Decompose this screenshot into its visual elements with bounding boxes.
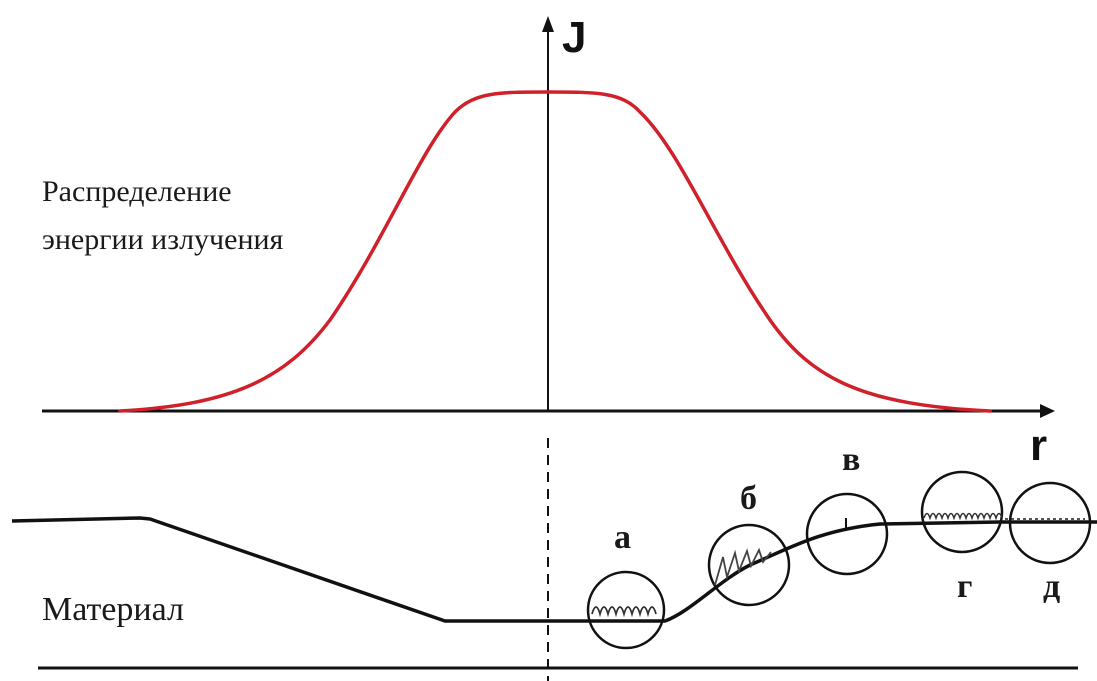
zone-a-label: а: [614, 519, 631, 556]
axis-r-label: r: [1030, 421, 1047, 470]
material-profile: а б в г д Материал: [12, 438, 1097, 681]
curve-label-line2: энергии излучения: [42, 223, 284, 256]
zone-g-label: г: [957, 568, 972, 605]
zone-d-label: д: [1043, 568, 1060, 605]
zone-v-magnifier: [807, 494, 887, 574]
zone-g-ripples: [924, 514, 1002, 519]
zone-a-magnifier: [588, 572, 664, 648]
zone-b-label: б: [740, 480, 757, 517]
x-axis-arrow: [1040, 404, 1055, 418]
energy-graph: J r Распределение энергии излучения: [42, 13, 1055, 470]
material-label: Материал: [42, 591, 184, 628]
curve-label-line1: Распределение: [42, 175, 232, 208]
zone-g-magnifier: [922, 472, 1002, 552]
y-axis-arrow: [542, 16, 554, 32]
axis-j-label: J: [562, 13, 586, 62]
zone-a-ripples: [592, 607, 656, 614]
zone-v-label: в: [842, 441, 860, 478]
